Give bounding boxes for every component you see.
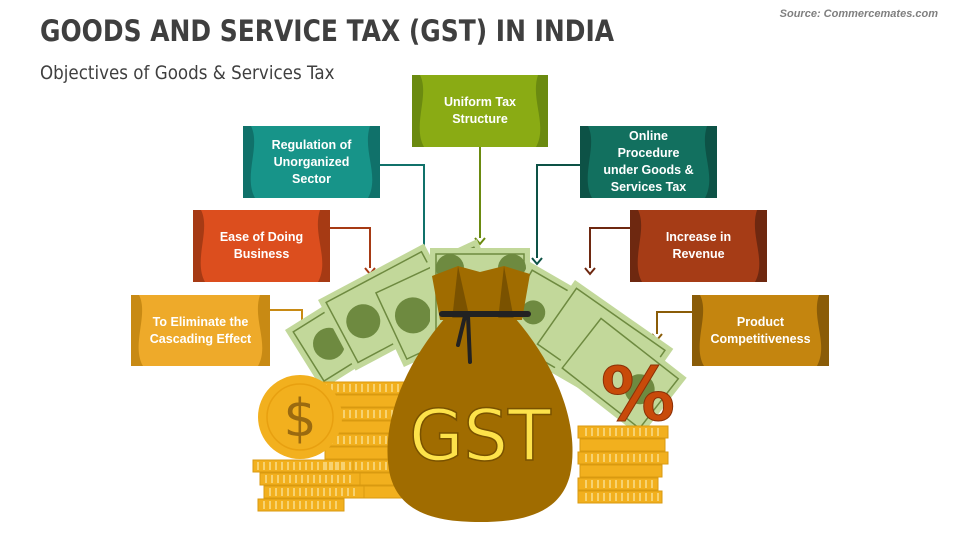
objective-label: Services Tax — [610, 180, 687, 194]
svg-text:$: $ — [283, 389, 316, 449]
wave-decoration-icon — [754, 210, 767, 282]
wave-decoration-icon — [580, 126, 592, 198]
objective-label: Competitiveness — [710, 331, 811, 346]
objective-label: Ease of Doing — [219, 230, 304, 244]
dollar-coin-icon: $ — [258, 375, 342, 459]
objective-label: Online Procedure — [617, 129, 680, 160]
page-subtitle: Objectives of Goods & Services Tax — [40, 62, 335, 84]
objective-label: Uniform Tax — [444, 95, 516, 109]
wave-decoration-icon — [692, 295, 704, 366]
objective-label: Cascading Effect — [149, 331, 252, 346]
connector-online — [536, 164, 580, 258]
wave-decoration-icon — [193, 210, 205, 282]
wave-decoration-icon — [535, 75, 548, 147]
objective-label: Structure — [452, 112, 508, 126]
wave-decoration-icon — [630, 210, 642, 282]
wave-decoration-icon — [317, 210, 330, 282]
wave-decoration-icon — [704, 126, 717, 198]
percent-icon: % — [601, 352, 675, 438]
wave-decoration-icon — [243, 126, 255, 198]
objective-label: under Goods & — [603, 163, 694, 177]
objective-online-procedure: Online Procedure under Goods & Services Ta… — [580, 126, 717, 198]
gst-money-bag-icon: GST — [387, 266, 573, 522]
wave-decoration-icon — [412, 75, 424, 147]
source-credit: Source: Commercemates.com — [779, 8, 938, 20]
wave-decoration-icon — [367, 126, 380, 198]
page-title: GOODS AND SERVICE TAX (GST) IN INDIA — [40, 14, 615, 48]
gst-bag-label: GST — [409, 395, 551, 477]
objective-label: Increase in — [665, 230, 732, 244]
objective-increase-in-revenue: Increase in Revenue — [630, 210, 767, 282]
objective-label: Revenue — [672, 247, 725, 261]
connector-product — [656, 311, 692, 334]
wave-decoration-icon — [816, 295, 829, 366]
objective-label: Sector — [292, 171, 331, 186]
objective-label: Product — [736, 314, 785, 329]
connector-regulation — [380, 164, 425, 258]
wave-decoration-icon — [257, 295, 270, 366]
objective-label: Regulation of — [271, 137, 352, 152]
coin-stacks — [252, 381, 669, 512]
objective-label: To Eliminate the — [152, 314, 249, 329]
wave-decoration-icon — [131, 295, 143, 366]
objective-label: Business — [233, 247, 290, 261]
objective-label: Unorganized — [273, 154, 350, 169]
connector-ease — [330, 227, 371, 268]
connector-revenue — [589, 227, 630, 268]
